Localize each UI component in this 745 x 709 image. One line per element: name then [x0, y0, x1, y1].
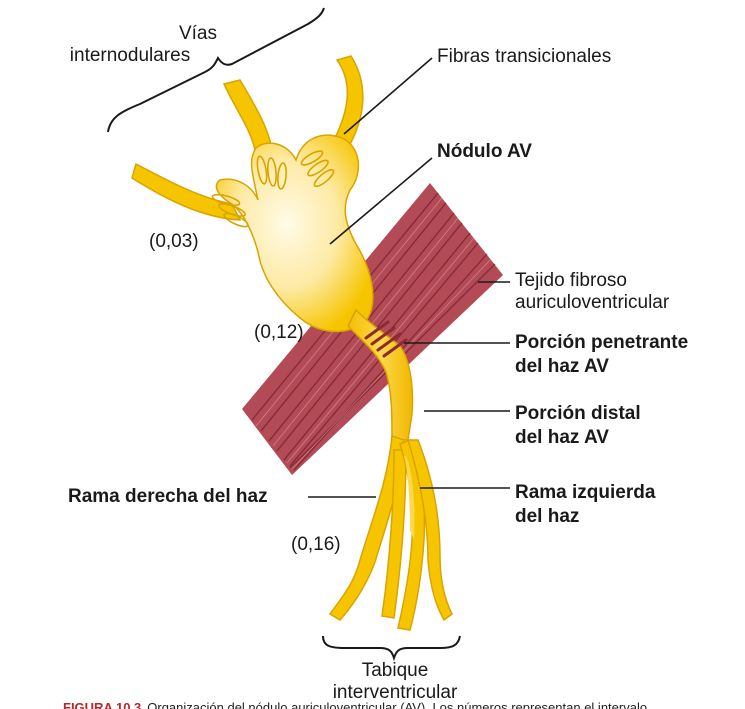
timing-label-2: (0,12) [254, 322, 304, 343]
label-vias: Vías [178, 23, 218, 44]
internodal-bracket [107, 7, 325, 133]
timing-label-3: (0,16) [291, 534, 341, 555]
penetrating-stripes [364, 320, 408, 358]
label-porcion-distal-1: Porción distal [515, 403, 641, 424]
label-tejido-fibroso-2: auriculoventricular [515, 292, 670, 313]
leader-lines [308, 57, 510, 498]
label-tejido-fibroso-1: Tejido fibroso [515, 270, 627, 291]
figure-number: FIGURA 10.3 [63, 700, 142, 709]
label-porcion-distal-2: del haz AV [515, 427, 609, 448]
label-rama-izquierda-1: Rama izquierda [515, 482, 656, 503]
figure-caption: FIGURA 10.3 Organización del nódulo auric… [63, 700, 743, 709]
bundle-branches [328, 434, 453, 631]
label-interventricular: interventricular [332, 682, 458, 703]
septum-bracket [322, 635, 461, 662]
label-nodulo-av: Nódulo AV [437, 141, 532, 162]
figure-caption-text: Organización del nódulo auriculoventricu… [147, 700, 648, 709]
label-rama-izquierda-2: del haz [515, 506, 580, 527]
timing-label-1: (0,03) [149, 231, 199, 252]
label-internodulares: internodulares [69, 45, 191, 66]
label-rama-derecha: Rama derecha del haz [68, 486, 268, 507]
label-tabique: Tabique [361, 660, 429, 681]
label-fibras-transicionales: Fibras transicionales [437, 46, 612, 67]
label-porcion-penetrante-2: del haz AV [515, 356, 609, 377]
transitional-fibers [211, 150, 335, 228]
label-porcion-penetrante-1: Porción penetrante [515, 332, 689, 353]
av-node-body [215, 134, 374, 333]
